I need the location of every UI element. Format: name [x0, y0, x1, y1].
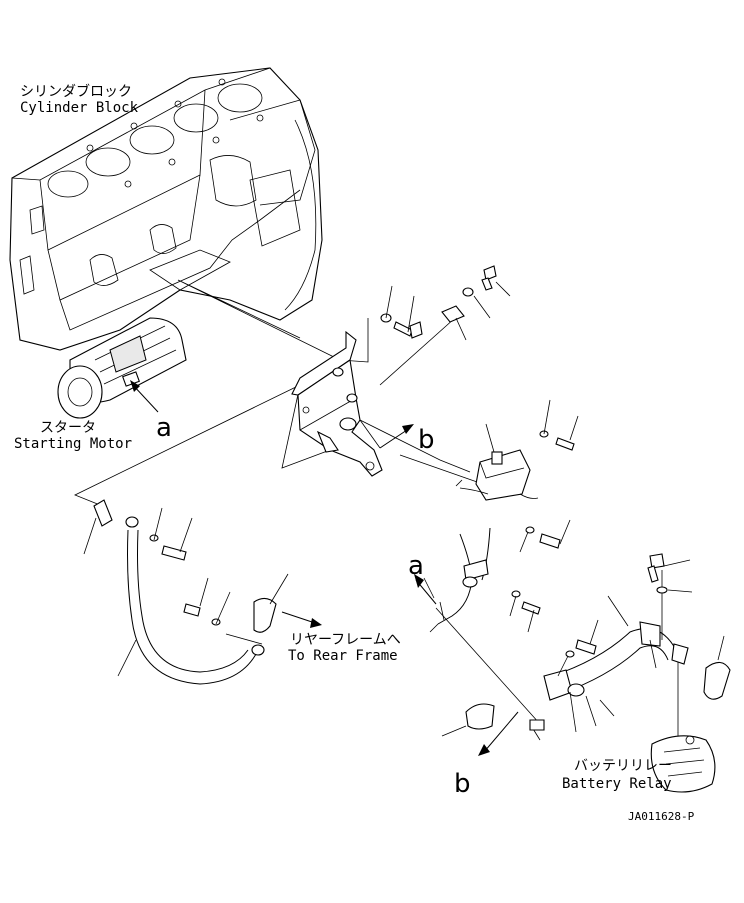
battery-relay-jp-label: バッテリリレー — [574, 758, 672, 774]
ref-a-starter: a — [156, 413, 172, 443]
starter-cable — [83, 499, 322, 685]
reference-arrows — [130, 380, 437, 605]
mounting-bracket — [291, 330, 383, 477]
battery-cable — [441, 553, 731, 793]
rear-frame-jp-label: リヤーフレームへ — [290, 632, 401, 648]
rear-frame-en-label: To Rear Frame — [288, 648, 398, 664]
bolts-top — [380, 265, 511, 341]
battery-relay-en-label: Battery Relay — [562, 776, 672, 792]
wiring-harness — [423, 519, 571, 633]
cylinder-block-en-label: Cylinder Block — [20, 100, 139, 116]
starter-jp-label: スタータ — [40, 420, 96, 436]
ref-b-bracket: b — [418, 425, 435, 455]
relay-connector — [455, 399, 579, 501]
starting-motor — [57, 317, 187, 419]
cylinder-block-jp-label: シリンダブロック — [20, 83, 132, 100]
cylinder-block — [9, 67, 323, 351]
ref-b-lower: b — [454, 769, 471, 799]
ref-a-harness: a — [408, 551, 424, 581]
drawing-code: JA011628-P — [628, 810, 695, 823]
starter-en-label: Starting Motor — [14, 436, 132, 452]
